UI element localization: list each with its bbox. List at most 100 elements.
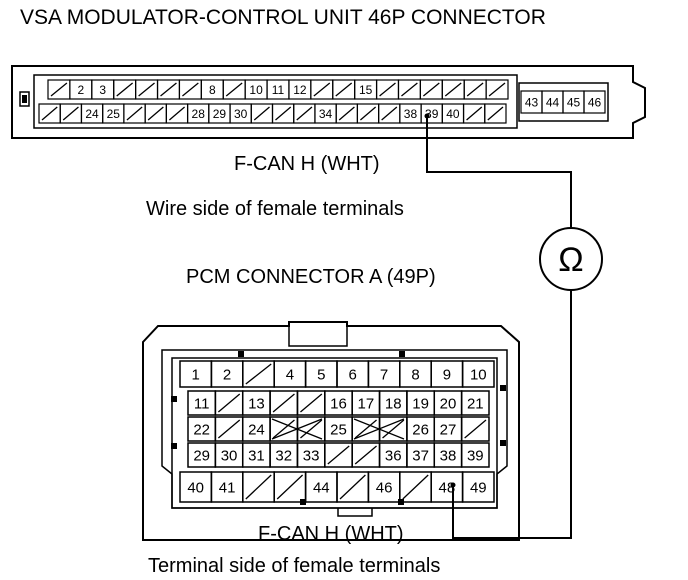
terminal-label: 11 [272,83,285,97]
empty-terminal-slash [381,106,398,121]
unused-cavity-cross [271,418,323,440]
terminal-label: 37 [412,448,429,465]
empty-terminal-slash [466,106,483,121]
terminal-label: 46 [376,480,393,497]
empty-terminal-slash [327,445,350,465]
empty-terminal-slash [300,393,323,413]
empty-terminal-slash [272,393,295,413]
terminal-label: 18 [385,396,402,413]
terminal-label: 7 [380,367,388,384]
test-wire [426,116,572,539]
terminal-label: 4 [286,367,294,384]
terminal-label: 32 [275,448,292,465]
terminal-label: 24 [85,107,99,121]
pcm-probe-point [450,482,456,488]
terminal-label: 20 [440,396,457,413]
empty-terminal-cell [485,79,509,100]
empty-terminal-slash [272,419,295,439]
empty-terminal-slash [444,82,462,97]
ohm-symbol: Ω [558,241,583,279]
empty-terminal-slash [354,419,377,439]
empty-terminal-slash [275,106,292,121]
empty-terminal-slash [379,82,396,97]
empty-terminal-slash [488,82,506,97]
unused-cavity-cross [353,418,405,440]
terminal-label: 41 [219,480,236,497]
terminal-label: 17 [358,396,375,413]
terminal-label: 29 [213,107,227,121]
empty-terminal-slash [401,82,418,97]
terminal-cell [461,360,495,388]
empty-terminal-slash [339,474,366,500]
terminal-label: 10 [249,83,263,97]
terminal-label: 33 [303,448,320,465]
empty-terminal-slash [62,106,79,121]
terminal-label: 38 [440,448,457,465]
empty-terminal-slash [466,82,484,97]
terminal-label: 49 [470,480,487,497]
terminal-cell [460,390,490,416]
pcm-connector [142,321,520,541]
terminal-label: 25 [330,422,347,439]
terminal-label: 9 [443,367,451,384]
terminal-label: 2 [78,83,85,97]
empty-terminal-slash [217,393,241,413]
ohmmeter: Ω [539,227,603,291]
terminal-label: 40 [446,107,460,121]
vsa-probe-point [424,113,430,119]
terminal-label: 6 [349,367,357,384]
terminal-label: 34 [319,107,333,121]
empty-terminal-slash [276,474,304,500]
terminal-label: 39 [467,448,484,465]
pcm-lock [288,321,348,347]
terminal-cell [461,471,495,503]
terminal-label: 8 [411,367,419,384]
terminal-label: 31 [248,448,265,465]
empty-terminal-slash [313,82,331,97]
empty-terminal-slash [354,445,377,465]
empty-terminal-slash [335,82,353,97]
pcm-side-caption: Terminal side of female terminals [148,555,440,577]
terminal-label: 40 [187,480,204,497]
terminal-label: 5 [317,367,325,384]
terminal-label: 43 [525,96,539,110]
empty-terminal-slash [296,106,313,121]
terminal-label: 45 [567,96,581,110]
terminal-label: 15 [359,83,373,97]
empty-terminal-slash [245,363,272,385]
empty-terminal-slash [138,82,155,97]
vsa-right-block [518,82,609,122]
terminal-label: 10 [470,367,487,384]
empty-terminal-slash [487,106,504,121]
terminal-label: 11 [194,396,210,413]
terminal-label: 8 [209,83,216,97]
terminal-cell [460,442,490,468]
empty-terminal-slash [382,419,405,439]
terminal-label: 30 [221,448,238,465]
empty-terminal-slash [300,419,323,439]
terminal-label: 13 [248,396,265,413]
terminal-label: 30 [234,107,248,121]
vsa-terminal-frame [33,74,518,129]
empty-terminal-slash [402,474,429,500]
terminal-label: 25 [107,107,121,121]
empty-terminal-slash [168,106,186,121]
terminal-label: 26 [412,422,429,439]
terminal-label: 46 [588,96,602,110]
pcm-title: PCM CONNECTOR A (49P) [186,266,436,288]
empty-terminal-slash [225,82,243,97]
empty-terminal-slash [422,82,440,97]
empty-terminal-slash [160,82,177,97]
terminal-label: 12 [293,83,307,97]
empty-terminal-cell [460,416,490,442]
vsa-latch [19,91,30,107]
empty-terminal-slash [253,106,270,121]
terminal-label: 21 [467,396,484,413]
terminal-cell [583,90,606,114]
empty-terminal-slash [41,106,58,121]
terminal-label: 3 [99,83,106,97]
empty-terminal-slash [245,474,272,500]
terminal-label: 2 [223,367,231,384]
empty-terminal-slash [126,106,143,121]
